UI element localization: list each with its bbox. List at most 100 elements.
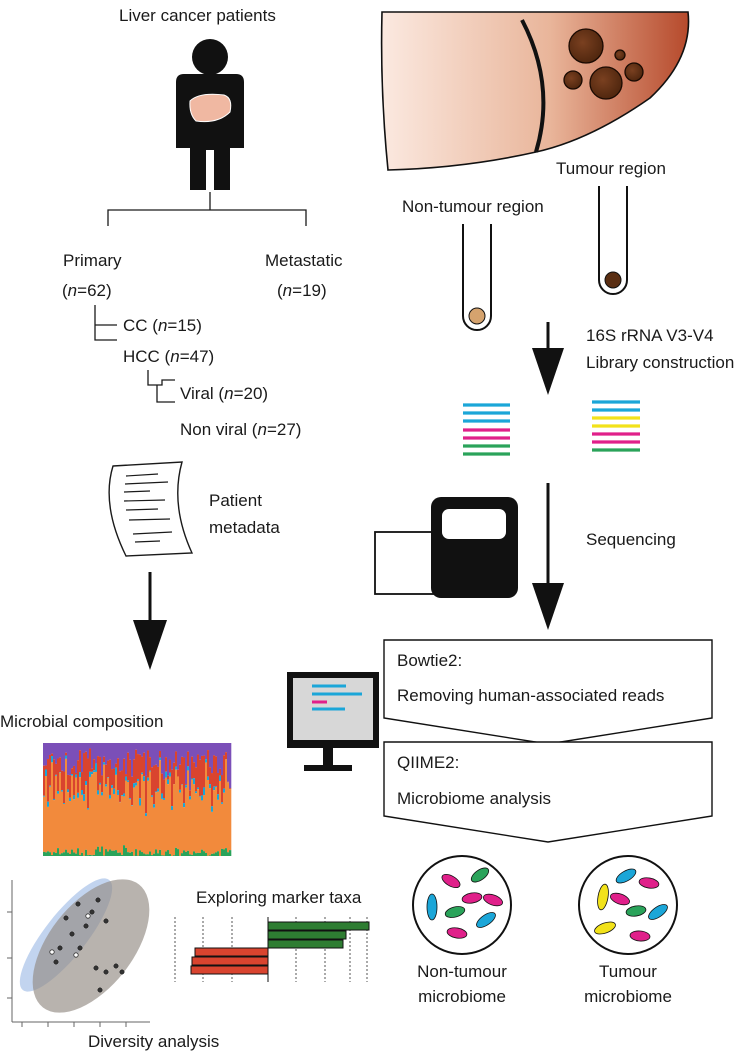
composition-bar-segment [217,799,220,852]
composition-bar-segment [211,743,214,774]
composition-bar-segment [141,772,144,775]
composition-bar-segment [85,751,88,782]
composition-bar-segment [147,743,150,751]
composition-bar-segment [73,799,76,853]
metadata-line2: metadata [209,518,280,537]
composition-bar-segment [163,798,166,800]
composition-bar-segment [143,781,146,854]
composition-bar-segment [75,777,78,854]
composition-bar-segment [45,743,48,766]
composition-bar-segment [147,777,150,781]
composition-bar-segment [199,853,202,856]
composition-bar-segment [167,850,170,856]
composition-bar-segment [93,743,96,760]
composition-bar-segment [49,754,52,786]
composition-bar-segment [49,785,52,787]
composition-bar-segment [131,776,134,806]
composition-bar-segment [175,766,178,770]
composition-bar-segment [49,852,52,856]
composition-bar-segment [109,759,112,795]
composition-bar-segment [119,852,122,856]
composition-bar-segment [95,743,98,764]
composition-bar-segment [151,743,154,768]
composition-bar-segment [45,769,48,777]
composition-bar-segment [161,743,164,774]
composition-bar-segment [111,787,114,851]
composition-bar-segment [229,743,232,789]
composition-bar-segment [51,756,54,763]
composition-bar-segment [151,795,154,797]
composition-bar-segment [117,794,120,853]
composition-bar-segment [119,771,122,802]
composition-bar-segment [63,771,66,804]
composition-bar-segment [229,850,232,856]
composition-bar-segment [159,849,162,856]
composition-bar-segment [113,793,116,851]
composition-bar-segment [109,849,112,856]
composition-bar-segment [121,795,124,855]
composition-bar-segment [173,762,176,785]
composition-bar-segment [73,765,76,796]
composition-bar-segment [157,766,160,789]
composition-bar-segment [161,855,164,856]
composition-bar-segment [135,743,138,750]
qiime2-box [383,741,713,843]
composition-bar-segment [43,795,46,797]
composition-bar-segment [69,853,72,856]
composition-bar-segment [145,815,148,855]
composition-bar-segment [97,790,100,795]
composition-bar-segment [189,796,192,800]
composition-bar-segment [123,758,126,794]
composition-bar-segment [143,743,146,753]
composition-bar-segment [133,787,136,856]
composition-bar-segment [145,813,148,816]
composition-bar-segment [129,852,132,856]
composition-bar-segment [173,743,176,763]
composition-bar-segment [125,780,128,848]
non-tumour-microbiome-line2: microbiome [418,987,506,1006]
composition-bar-segment [121,743,124,771]
composition-bar-segment [53,798,56,801]
composition-bar-segment [169,854,172,856]
composition-bar-segment [85,781,88,786]
composition-bar-segment [171,809,174,856]
composition-bar-segment [229,788,232,789]
composition-bar-segment [221,848,224,856]
composition-bar-segment [219,775,222,782]
composition-bar-segment [43,851,46,856]
composition-bar-segment [197,789,200,853]
computer-monitor-icon [287,672,379,771]
tumour-microbiome-line2: microbiome [584,987,672,1006]
composition-bar-segment [147,750,150,778]
composition-bar-segment [77,743,80,761]
composition-bar-segment [113,788,116,794]
composition-bar-segment [217,743,220,773]
composition-bar-segment [57,848,60,856]
composition-bar-segment [199,795,202,797]
non-tumour-tube-icon [462,224,492,331]
composition-bar-segment [71,849,74,856]
composition-bar-segment [207,779,210,856]
composition-bar-segment [157,853,160,856]
composition-bar-segment [209,743,212,768]
composition-bar-segment [67,792,70,853]
composition-bar-segment [163,743,166,780]
composition-bar-segment [73,743,76,766]
composition-bar-segment [111,769,114,786]
composition-bar-segment [125,848,128,856]
composition-bar-segment [79,777,82,856]
composition-bar-segment [135,849,138,856]
composition-bar-segment [93,770,96,773]
composition-bar-segment [101,792,104,796]
composition-bar-segment [183,807,186,851]
composition-bar-segment [111,785,114,788]
composition-bar-segment [181,853,184,856]
cc-label: CC (n=15) [123,316,202,335]
composition-bar-segment [91,743,94,769]
composition-bar-segment [99,743,102,757]
composition-bar-segment [75,774,78,778]
composition-bar-segment [131,805,134,806]
composition-bar-segment [187,850,190,856]
composition-bar-segment [111,850,114,856]
composition-bar-segment [59,854,62,856]
